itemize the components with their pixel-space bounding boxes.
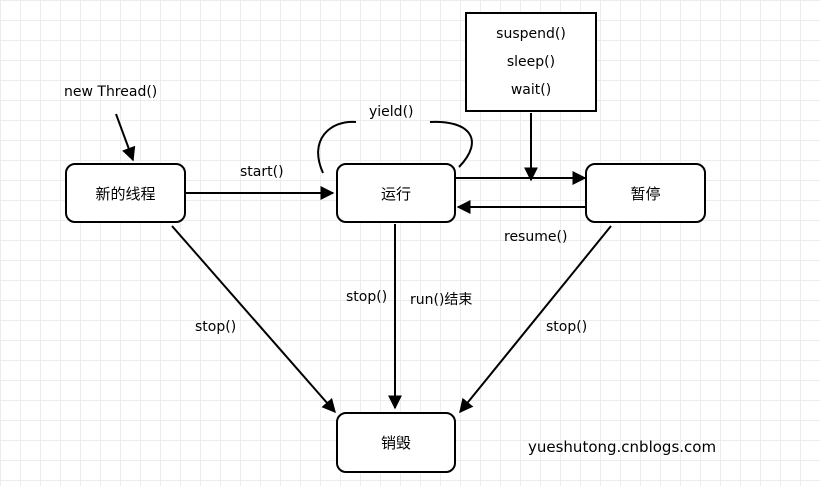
label-yield: yield() (369, 104, 414, 120)
node-destroyed-label: 销毁 (380, 434, 411, 452)
pause-methods-box: suspend() sleep() wait() (465, 12, 597, 112)
stop-paused-arrow (459, 225, 612, 414)
label-run-end: run()结束 (410, 292, 473, 308)
label-stop-new: stop() (195, 319, 237, 335)
method-sleep: sleep() (506, 54, 556, 70)
stop-new-arrow (171, 225, 336, 414)
label-start: start() (240, 164, 284, 180)
label-stop-running: stop() (346, 289, 388, 305)
node-new-thread: 新的线程 (65, 163, 186, 223)
node-running-label: 运行 (380, 184, 411, 203)
label-stop-paused: stop() (546, 319, 588, 335)
method-wait: wait() (510, 82, 552, 98)
node-paused: 暂停 (585, 163, 706, 223)
yield-loop (317, 120, 473, 174)
label-resume: resume() (504, 229, 568, 245)
node-new-thread-label: 新的线程 (95, 184, 156, 203)
label-new-thread: new Thread() (64, 84, 158, 100)
node-paused-label: 暂停 (630, 184, 661, 203)
node-destroyed: 销毁 (336, 412, 456, 473)
new-thread-arrow (115, 113, 136, 162)
method-suspend: suspend() (496, 26, 566, 42)
watermark: yueshutong.cnblogs.com (528, 438, 717, 456)
node-running: 运行 (336, 163, 456, 223)
